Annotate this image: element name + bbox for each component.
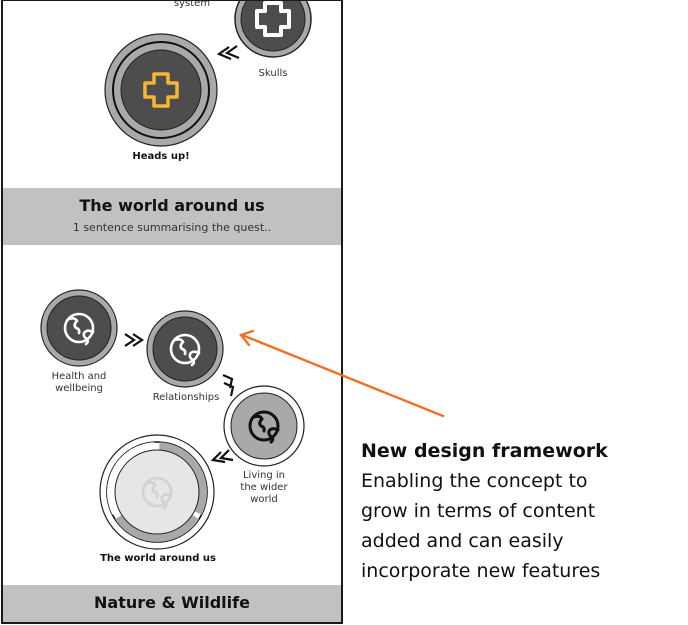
node-health[interactable] <box>40 289 118 367</box>
chevron-down-double-icon <box>222 373 235 397</box>
callout-line: incorporate new features <box>361 560 601 582</box>
callout-line: Enabling the concept to <box>361 470 588 492</box>
globe-icon <box>169 333 201 367</box>
node-relationships[interactable] <box>146 310 224 388</box>
progress-segment-complete <box>159 442 207 515</box>
node-label-health: Health and wellbeing <box>39 371 119 395</box>
quest-map-canvas <box>40 1 312 550</box>
label-line: wellbeing <box>55 383 103 394</box>
callout-line: added and can easily <box>361 530 564 552</box>
plus-icon <box>143 72 179 108</box>
node-label-skulls: Skulls <box>258 68 288 79</box>
callout-heading: New design framework <box>361 440 608 462</box>
progress-ring <box>107 442 207 542</box>
node-label-world-around-us: The world around us <box>100 553 216 564</box>
section-banner-world[interactable]: The world around us 1 sentence summarisi… <box>3 188 341 245</box>
chevron-left-double-icon <box>210 449 234 464</box>
node-skulls[interactable] <box>234 1 312 58</box>
progress-segment-incomplete <box>107 442 155 515</box>
node-label-heads-up: Heads up! <box>132 151 190 162</box>
progress-segment-complete <box>115 514 199 542</box>
label-line: Living in <box>242 470 286 481</box>
section-title: Nature & Wildlife <box>94 593 250 612</box>
chevron-left-double-icon <box>216 45 240 61</box>
globe-icon <box>63 312 95 346</box>
phone-frame: system Skulls Heads up! The world around… <box>1 0 343 624</box>
label-line: the wider <box>240 482 288 493</box>
callout-note: New design framework Enabling the concep… <box>361 436 681 586</box>
section-subtitle: 1 sentence summarising the quest.. <box>72 221 272 234</box>
plus-icon <box>255 1 291 37</box>
chevron-right-double-icon <box>124 333 144 347</box>
label-line: Health and <box>51 371 107 382</box>
section-banner-nature[interactable]: Nature & Wildlife <box>3 585 341 622</box>
node-heads-up[interactable] <box>104 33 218 147</box>
label-line: world <box>250 494 278 505</box>
callout-line: grow in terms of content <box>361 500 596 522</box>
node-living[interactable] <box>223 385 305 467</box>
section-title: The world around us <box>79 196 265 215</box>
node-world-around-us[interactable] <box>99 434 215 550</box>
node-label-system: system <box>173 0 211 9</box>
node-label-living: Living in the wider world <box>229 470 299 506</box>
node-label-relationships: Relationships <box>152 392 220 403</box>
globe-icon <box>141 476 173 510</box>
